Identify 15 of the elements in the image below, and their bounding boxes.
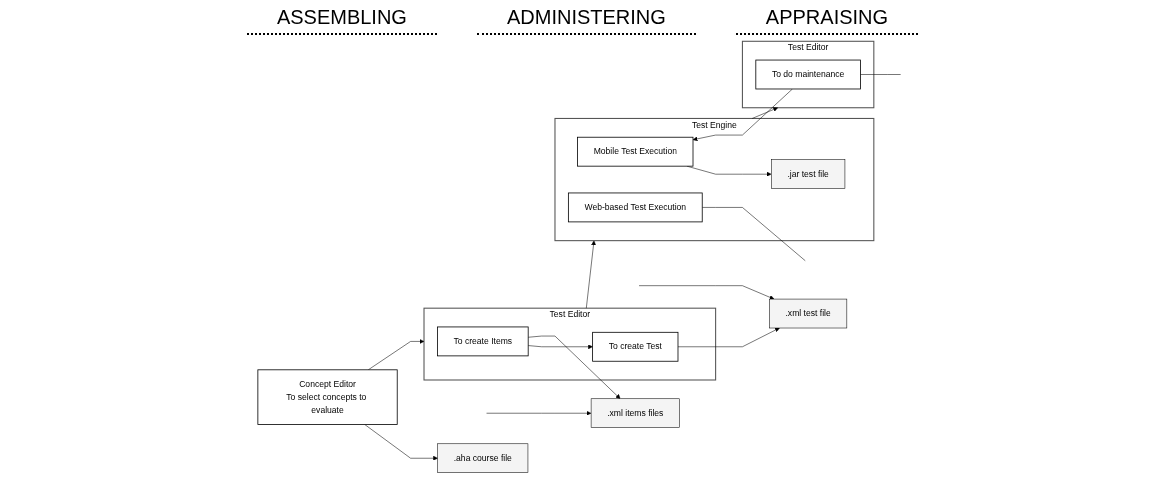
node-box: .aha course file — [436, 443, 528, 473]
node-box: To create Test — [591, 331, 678, 362]
phase-label: ADMINISTERING — [476, 6, 696, 35]
node-box: .xml items files — [590, 398, 680, 428]
connector — [859, 74, 901, 75]
node-box: Web-based Test Execution — [567, 192, 703, 223]
connector — [701, 207, 806, 261]
phase-label: ASSEMBLING — [246, 6, 437, 35]
phase-label: APPRAISING — [735, 6, 919, 35]
node-box: Concept Editor To select concepts to evaluate — [256, 369, 398, 425]
node-box: .xml test file — [768, 298, 847, 329]
node-box: To create Items — [436, 326, 529, 357]
node-box: .jar test file — [770, 159, 845, 189]
node-box: To do maintenance — [754, 59, 861, 90]
node-box: Mobile Test Execution — [576, 136, 693, 167]
